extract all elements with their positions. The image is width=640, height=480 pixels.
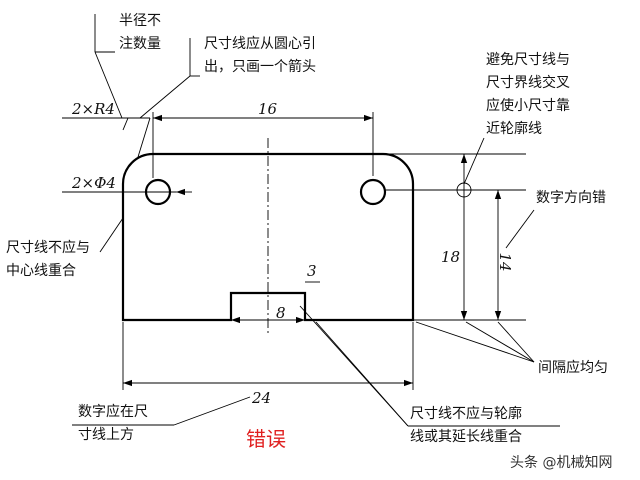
dim-overall-width: 24: [122, 322, 414, 407]
dim-radius: 2×R4: [62, 100, 151, 158]
svg-text:近轮廓线: 近轮廓线: [486, 120, 542, 137]
error-title: 错误: [246, 427, 286, 451]
svg-text:注数量: 注数量: [119, 36, 161, 52]
note-radius-count: 半径不 注数量: [94, 13, 161, 119]
dim-slot-width: 8: [231, 304, 305, 324]
left-hole: [138, 178, 176, 206]
svg-text:数字应在尺: 数字应在尺: [78, 403, 148, 420]
svg-text:应使小尺寸靠: 应使小尺寸靠: [486, 97, 570, 114]
dim-diameter-label: 2×Φ4: [71, 174, 116, 192]
note-not-on-centerline: 尺寸线不应与 中心线重合: [6, 217, 124, 279]
svg-text:尺寸线不应与轮廓: 尺寸线不应与轮廓: [410, 405, 522, 422]
dim-3-label: 3: [307, 262, 317, 280]
svg-text:寸线上方: 寸线上方: [78, 427, 134, 443]
dim-14-label: 14: [496, 252, 514, 271]
svg-text:数字方向错: 数字方向错: [536, 190, 606, 206]
dim-slot-depth: 3: [305, 262, 320, 283]
dim-height-18: 18: [441, 154, 468, 320]
svg-text:中心线重合: 中心线重合: [6, 263, 76, 279]
dim-24-label: 24: [251, 389, 271, 407]
dim-diameter: 2×Φ4: [62, 174, 192, 196]
right-hole: [359, 178, 387, 206]
svg-text:尺寸界线交叉: 尺寸界线交叉: [486, 74, 570, 91]
svg-text:尺寸线不应与: 尺寸线不应与: [6, 239, 90, 256]
dim-height-14: 14: [494, 190, 514, 320]
svg-text:半径不: 半径不: [119, 13, 161, 29]
dim-radius-label: 2×R4: [71, 100, 115, 118]
dim-18-label: 18: [441, 248, 460, 266]
right-extension-lines: [383, 153, 526, 321]
note-spacing-even: 间隔应均匀: [415, 321, 608, 376]
svg-text:出，只画一个箭头: 出，只画一个箭头: [204, 58, 316, 75]
dim-16-label: 16: [258, 100, 278, 118]
note-text-above: 数字应在尺 寸线上方: [72, 396, 251, 443]
svg-text:避免尺寸线与: 避免尺寸线与: [486, 52, 570, 68]
svg-text:线或其延长线重合: 线或其延长线重合: [410, 429, 522, 445]
note-avoid-crossing: 避免尺寸线与 尺寸界线交叉 应使小尺寸靠 近轮廓线: [463, 52, 570, 185]
dim-hole-spacing: 16: [152, 100, 374, 178]
svg-text:间隔应均匀: 间隔应均匀: [538, 359, 608, 376]
dim-8-label: 8: [276, 304, 286, 322]
note-center-leader: 尺寸线应从圆心引 出，只画一个箭头: [139, 35, 316, 119]
note-not-on-outline: 尺寸线不应与轮廓 线或其延长线重合: [299, 305, 560, 445]
svg-text:尺寸线应从圆心引: 尺寸线应从圆心引: [204, 35, 316, 52]
note-text-direction: 数字方向错: [505, 190, 606, 249]
watermark: 头条 @机械知网: [510, 454, 612, 471]
